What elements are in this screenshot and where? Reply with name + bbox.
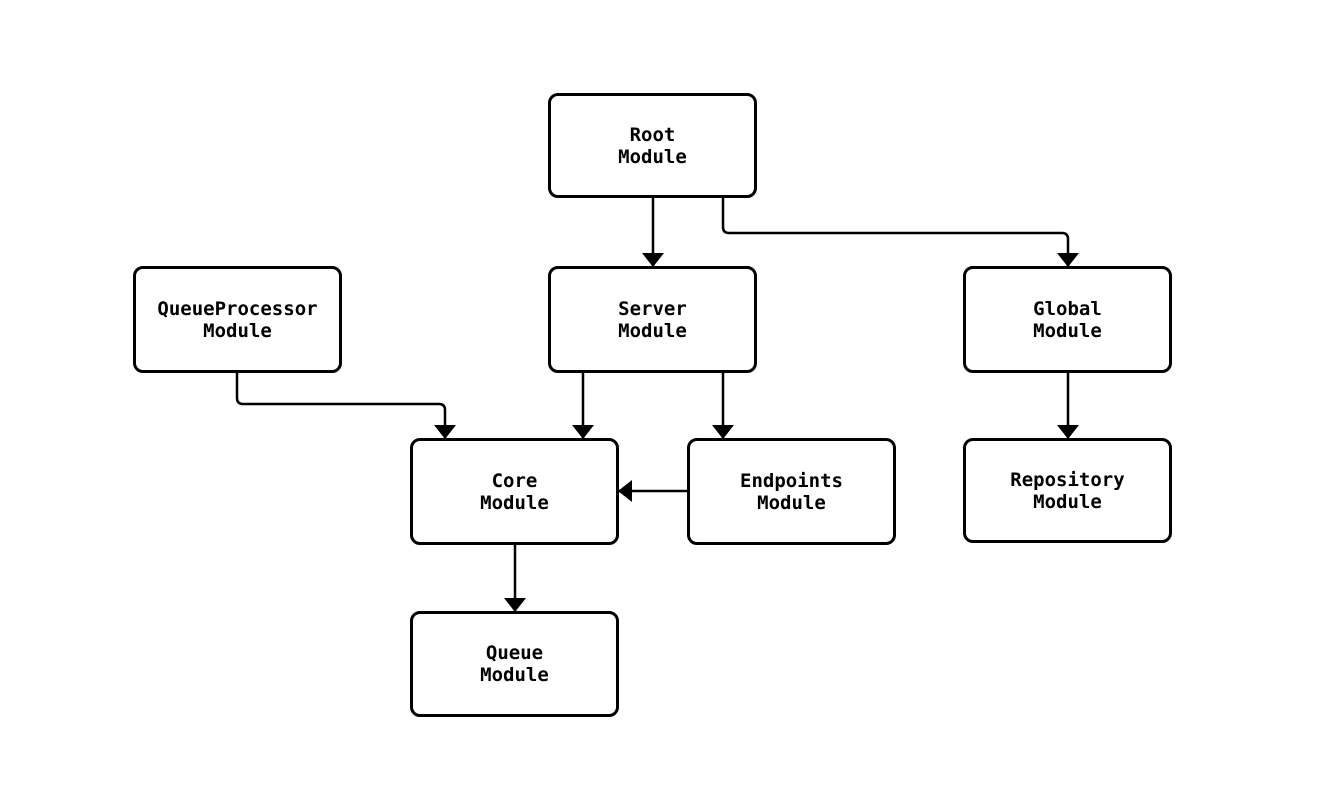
node-label-line: Global: [1033, 297, 1102, 320]
node-label-line: Module: [1033, 319, 1102, 342]
node-label-line: Root: [629, 123, 676, 146]
edge-root-module-to-global-module: [721, 198, 1079, 267]
node-label-line: Module: [1033, 490, 1102, 513]
node-label-line: Module: [480, 491, 549, 514]
edge-queueprocessor-module-to-core-module: [235, 373, 456, 439]
node-label-line: Module: [618, 145, 687, 168]
node-label-line: Queue: [485, 642, 544, 664]
node-label-line: Module: [757, 491, 826, 514]
node-label-line: Repository: [1010, 468, 1125, 491]
node-label-line: Module: [480, 664, 549, 686]
edges-group: [235, 198, 1079, 612]
node-label-line: Module: [618, 319, 687, 342]
node-label-line: Server: [618, 297, 687, 320]
node-label-line: Endpoints: [740, 469, 843, 492]
node-label-line: QueueProcessor: [157, 297, 318, 320]
node-label-line: Module: [203, 319, 272, 342]
node-label-line: Core: [491, 469, 538, 492]
